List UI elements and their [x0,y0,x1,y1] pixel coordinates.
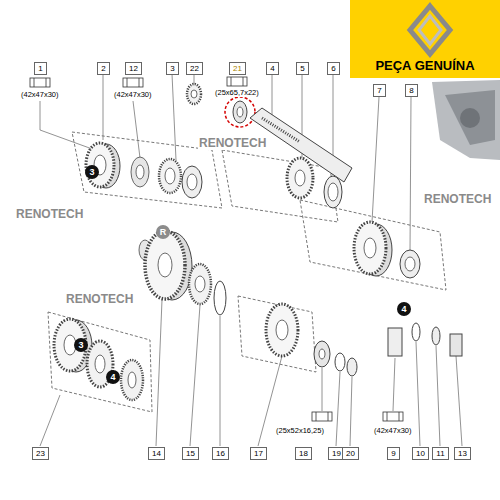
callout-box: 17 [250,447,267,460]
callout-box: 20 [342,447,359,460]
callout-number: 9 [391,449,396,458]
callout-number: 16 [216,449,225,458]
callout-number: 18 [299,449,308,458]
callout-number: 1 [38,64,43,73]
callout-number: 7 [377,86,382,95]
callout-box: 16 [212,447,229,460]
logo-badge: PEÇA GENUÍNA [350,0,500,78]
watermark: RENOTECH [15,208,84,221]
callout-number: 11 [436,449,445,458]
gear [54,84,462,400]
callout-box: 8 [405,84,418,97]
marker-circle: 4 [106,370,120,384]
watermark: RENOTECH [198,137,267,150]
callout-box: 15 [182,447,199,460]
callout-number: 22 [190,64,199,73]
callout-box: 9 [387,447,400,460]
callout-number: 6 [331,64,336,73]
callout-box: 6 [327,62,340,75]
callout-number: 5 [300,64,305,73]
callout-box: 5 [296,62,309,75]
callout-number: 19 [332,449,341,458]
callout-box: 2 [97,62,110,75]
dimension-label: (25x52x16,25) [275,427,325,435]
marker-letter: 3 [89,167,94,177]
group-outline [48,132,446,412]
callout-number: 21 [233,64,242,73]
logo-text: PEÇA GENUÍNA [350,58,500,73]
marker-circle: 3 [85,165,99,179]
callout-number: 17 [254,449,263,458]
marker-letter: 4 [401,304,406,314]
leader-line [40,74,462,446]
callout-box: 13 [454,447,471,460]
bearing-icon [30,77,403,421]
callout-box: 3 [166,62,179,75]
callout-box: 22 [186,62,203,75]
callout-box: 10 [412,447,429,460]
highlight-circle [225,97,255,127]
callout-number: 2 [101,64,106,73]
callout-number: 3 [170,64,175,73]
callout-number: 8 [409,86,414,95]
marker-letter: 4 [110,372,115,382]
gearbox-photo [432,80,500,160]
callout-box: 1 [34,62,47,75]
callout-box: 21 [229,62,246,75]
callout-number: 20 [346,449,355,458]
callout-number: 4 [270,64,275,73]
callout-number: 14 [152,449,161,458]
dimension-label: (42x47x30) [20,91,60,99]
callout-number: 23 [36,449,45,458]
callout-box: 12 [125,62,142,75]
callout-box: 18 [295,447,312,460]
callout-box: 4 [266,62,279,75]
marker-circle: 3 [74,338,88,352]
dimension-label: (25x65,7x22) [214,89,260,97]
callout-box: 7 [373,84,386,97]
marker-letter: R [160,227,167,237]
dimension-label: (42x47x30) [113,91,153,99]
callout-box: 11 [432,447,449,460]
logo-panel [350,0,500,78]
watermark: RENOTECH [65,293,134,306]
callout-number: 12 [129,64,138,73]
marker-circle: R [156,225,170,239]
marker-letter: 3 [78,340,83,350]
callout-number: 13 [458,449,467,458]
dimension-label: (42x47x30) [373,427,413,435]
watermark: RENOTECH [423,193,492,206]
callout-box: 14 [148,447,165,460]
marker-circle: 4 [397,302,411,316]
callout-box: 23 [32,447,49,460]
callout-number: 15 [186,449,195,458]
callout-number: 10 [416,449,425,458]
